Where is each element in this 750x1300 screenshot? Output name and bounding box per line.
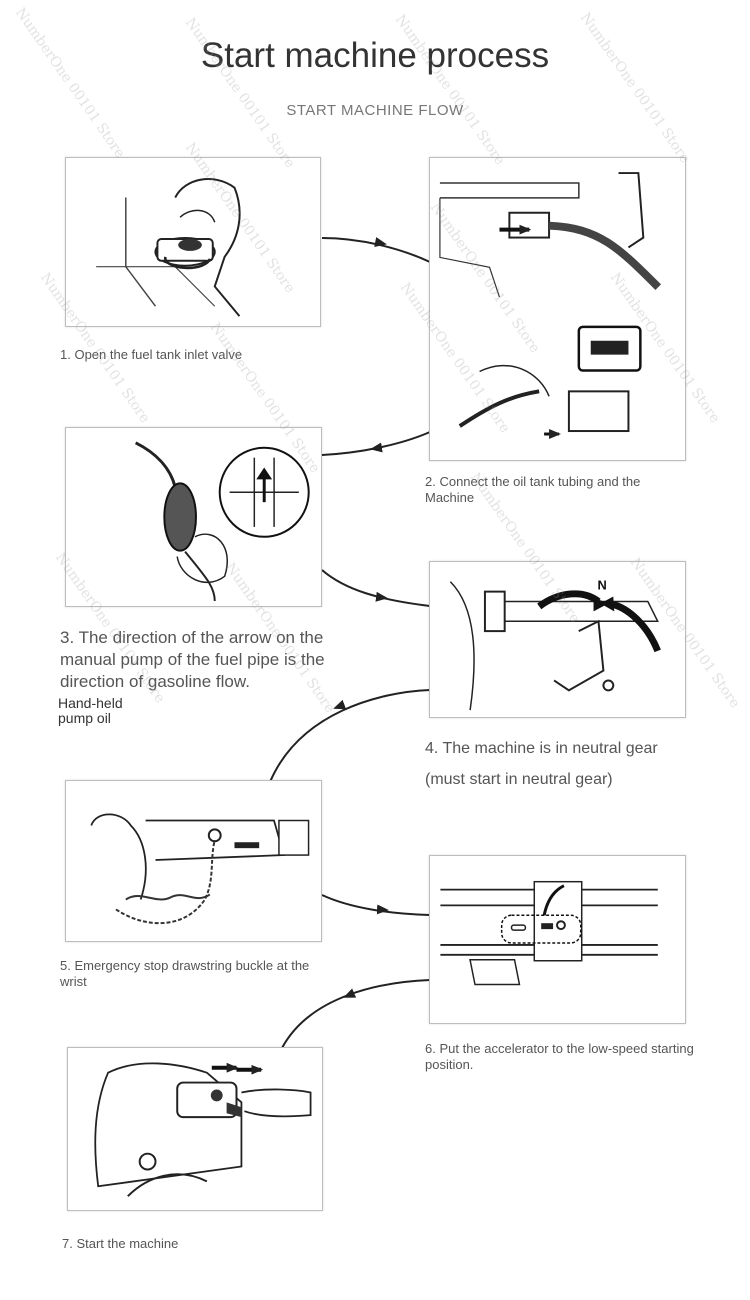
arrow-2-to-3 <box>321 431 431 456</box>
watermark: NumberOne 00101 Store <box>576 10 693 167</box>
step-1-illustration <box>65 157 321 327</box>
step-2-caption: 2. Connect the oil tank tubing and the M… <box>425 474 641 506</box>
step-4-caption: 4. The machine is in neutral gear <box>425 740 658 757</box>
page-title: Start machine process <box>200 36 550 75</box>
page-subtitle: START MACHINE FLOW <box>286 102 464 119</box>
arrow-1-to-2 <box>321 237 431 263</box>
step-3-note: Hand-held pump oil <box>58 695 123 727</box>
step-6-illustration <box>429 855 686 1024</box>
gear-label: N <box>597 578 606 593</box>
arrow-5-to-6 <box>321 894 431 916</box>
step-7-illustration <box>67 1047 323 1211</box>
step-2-illustration <box>429 157 686 461</box>
arrow-3-to-4 <box>321 569 431 607</box>
watermark: NumberOne 00101 Store <box>11 5 128 162</box>
step-6-caption: 6. Put the accelerator to the low-speed … <box>425 1041 694 1073</box>
arrow-4-to-5 <box>269 689 431 783</box>
step-3-illustration <box>65 427 322 607</box>
step-1-caption: 1. Open the fuel tank inlet valve <box>60 347 243 362</box>
step-4-illustration: N <box>429 561 686 718</box>
step-5-illustration <box>65 780 322 942</box>
step-4-caption-note: (must start in neutral gear) <box>425 771 613 788</box>
step-5-caption: 5. Emergency stop drawstring buckle at t… <box>60 958 310 990</box>
step-3-caption: 3. The direction of the arrow on the man… <box>60 628 325 691</box>
step-7-caption: 7. Start the machine <box>62 1236 179 1251</box>
